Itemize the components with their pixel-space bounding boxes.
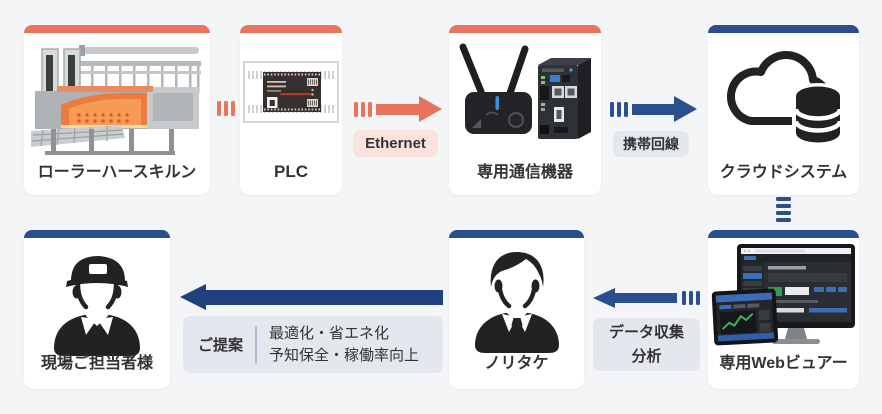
card-label: 専用通信機器 (476, 164, 573, 181)
proposal-line1: 最適化・省エネ化 (269, 324, 390, 342)
card-label: ローラーハースキルン (37, 164, 197, 181)
card-web-viewer: 専用Webビュアー (708, 230, 859, 389)
site-worker-icon (54, 256, 140, 356)
proposal-title: ご提案 (198, 337, 244, 354)
plc-controller-image (243, 61, 339, 123)
card-plc: PLC (240, 25, 342, 195)
card-accent-bar (24, 25, 210, 33)
cloud-database-icon (726, 51, 844, 143)
link-dots-cloud-to-viewer (776, 197, 791, 222)
business-person-icon (474, 252, 559, 353)
mobile-line-label: 携帯回線 (613, 131, 689, 157)
card-site-staff: 現場ご担当者様 (24, 230, 170, 389)
card-label: 現場ご担当者様 (40, 355, 153, 372)
proposal-line2: 予知保全・稼働率向上 (269, 346, 420, 364)
card-label: 専用Webビュアー (719, 355, 848, 372)
link-dots-kiln-to-plc (217, 101, 235, 116)
card-label: ノリタケ (484, 355, 549, 372)
flow-arrow-viewer-to-noritake (593, 288, 700, 308)
data-analysis-line2: 分析 (631, 347, 662, 365)
flow-arrow-noritake-to-staff (180, 284, 443, 310)
web-viewer-devices-image (711, 244, 855, 346)
data-analysis-label: データ収集 分析 (593, 318, 700, 371)
card-accent-bar (708, 25, 859, 33)
card-accent-bar (24, 230, 170, 238)
proposal-divider (255, 325, 258, 364)
database-icon (791, 83, 844, 143)
card-noritake: ノリタケ (449, 230, 584, 389)
proposal-box: ご提案 最適化・省エネ化 予知保全・稼働率向上 (183, 316, 443, 373)
flow-arrow-plc-to-comm (354, 95, 442, 123)
card-roller-hearth-kiln: ローラーハースキルン (24, 25, 210, 195)
card-accent-bar (708, 230, 859, 238)
ethernet-label: Ethernet (353, 130, 438, 157)
card-label: クラウドシステム (719, 164, 848, 181)
card-accent-bar (449, 230, 584, 238)
card-communication-device: 専用通信機器 (449, 25, 601, 195)
communication-device-image (459, 43, 591, 139)
card-cloud-system: クラウドシステム (708, 25, 859, 195)
card-accent-bar (449, 25, 601, 33)
card-label: PLC (274, 162, 308, 181)
data-analysis-line1: データ収集 (608, 324, 684, 342)
card-accent-bar (240, 25, 342, 33)
flow-arrow-comm-to-cloud (610, 95, 697, 123)
roller-hearth-kiln-image (31, 45, 201, 155)
